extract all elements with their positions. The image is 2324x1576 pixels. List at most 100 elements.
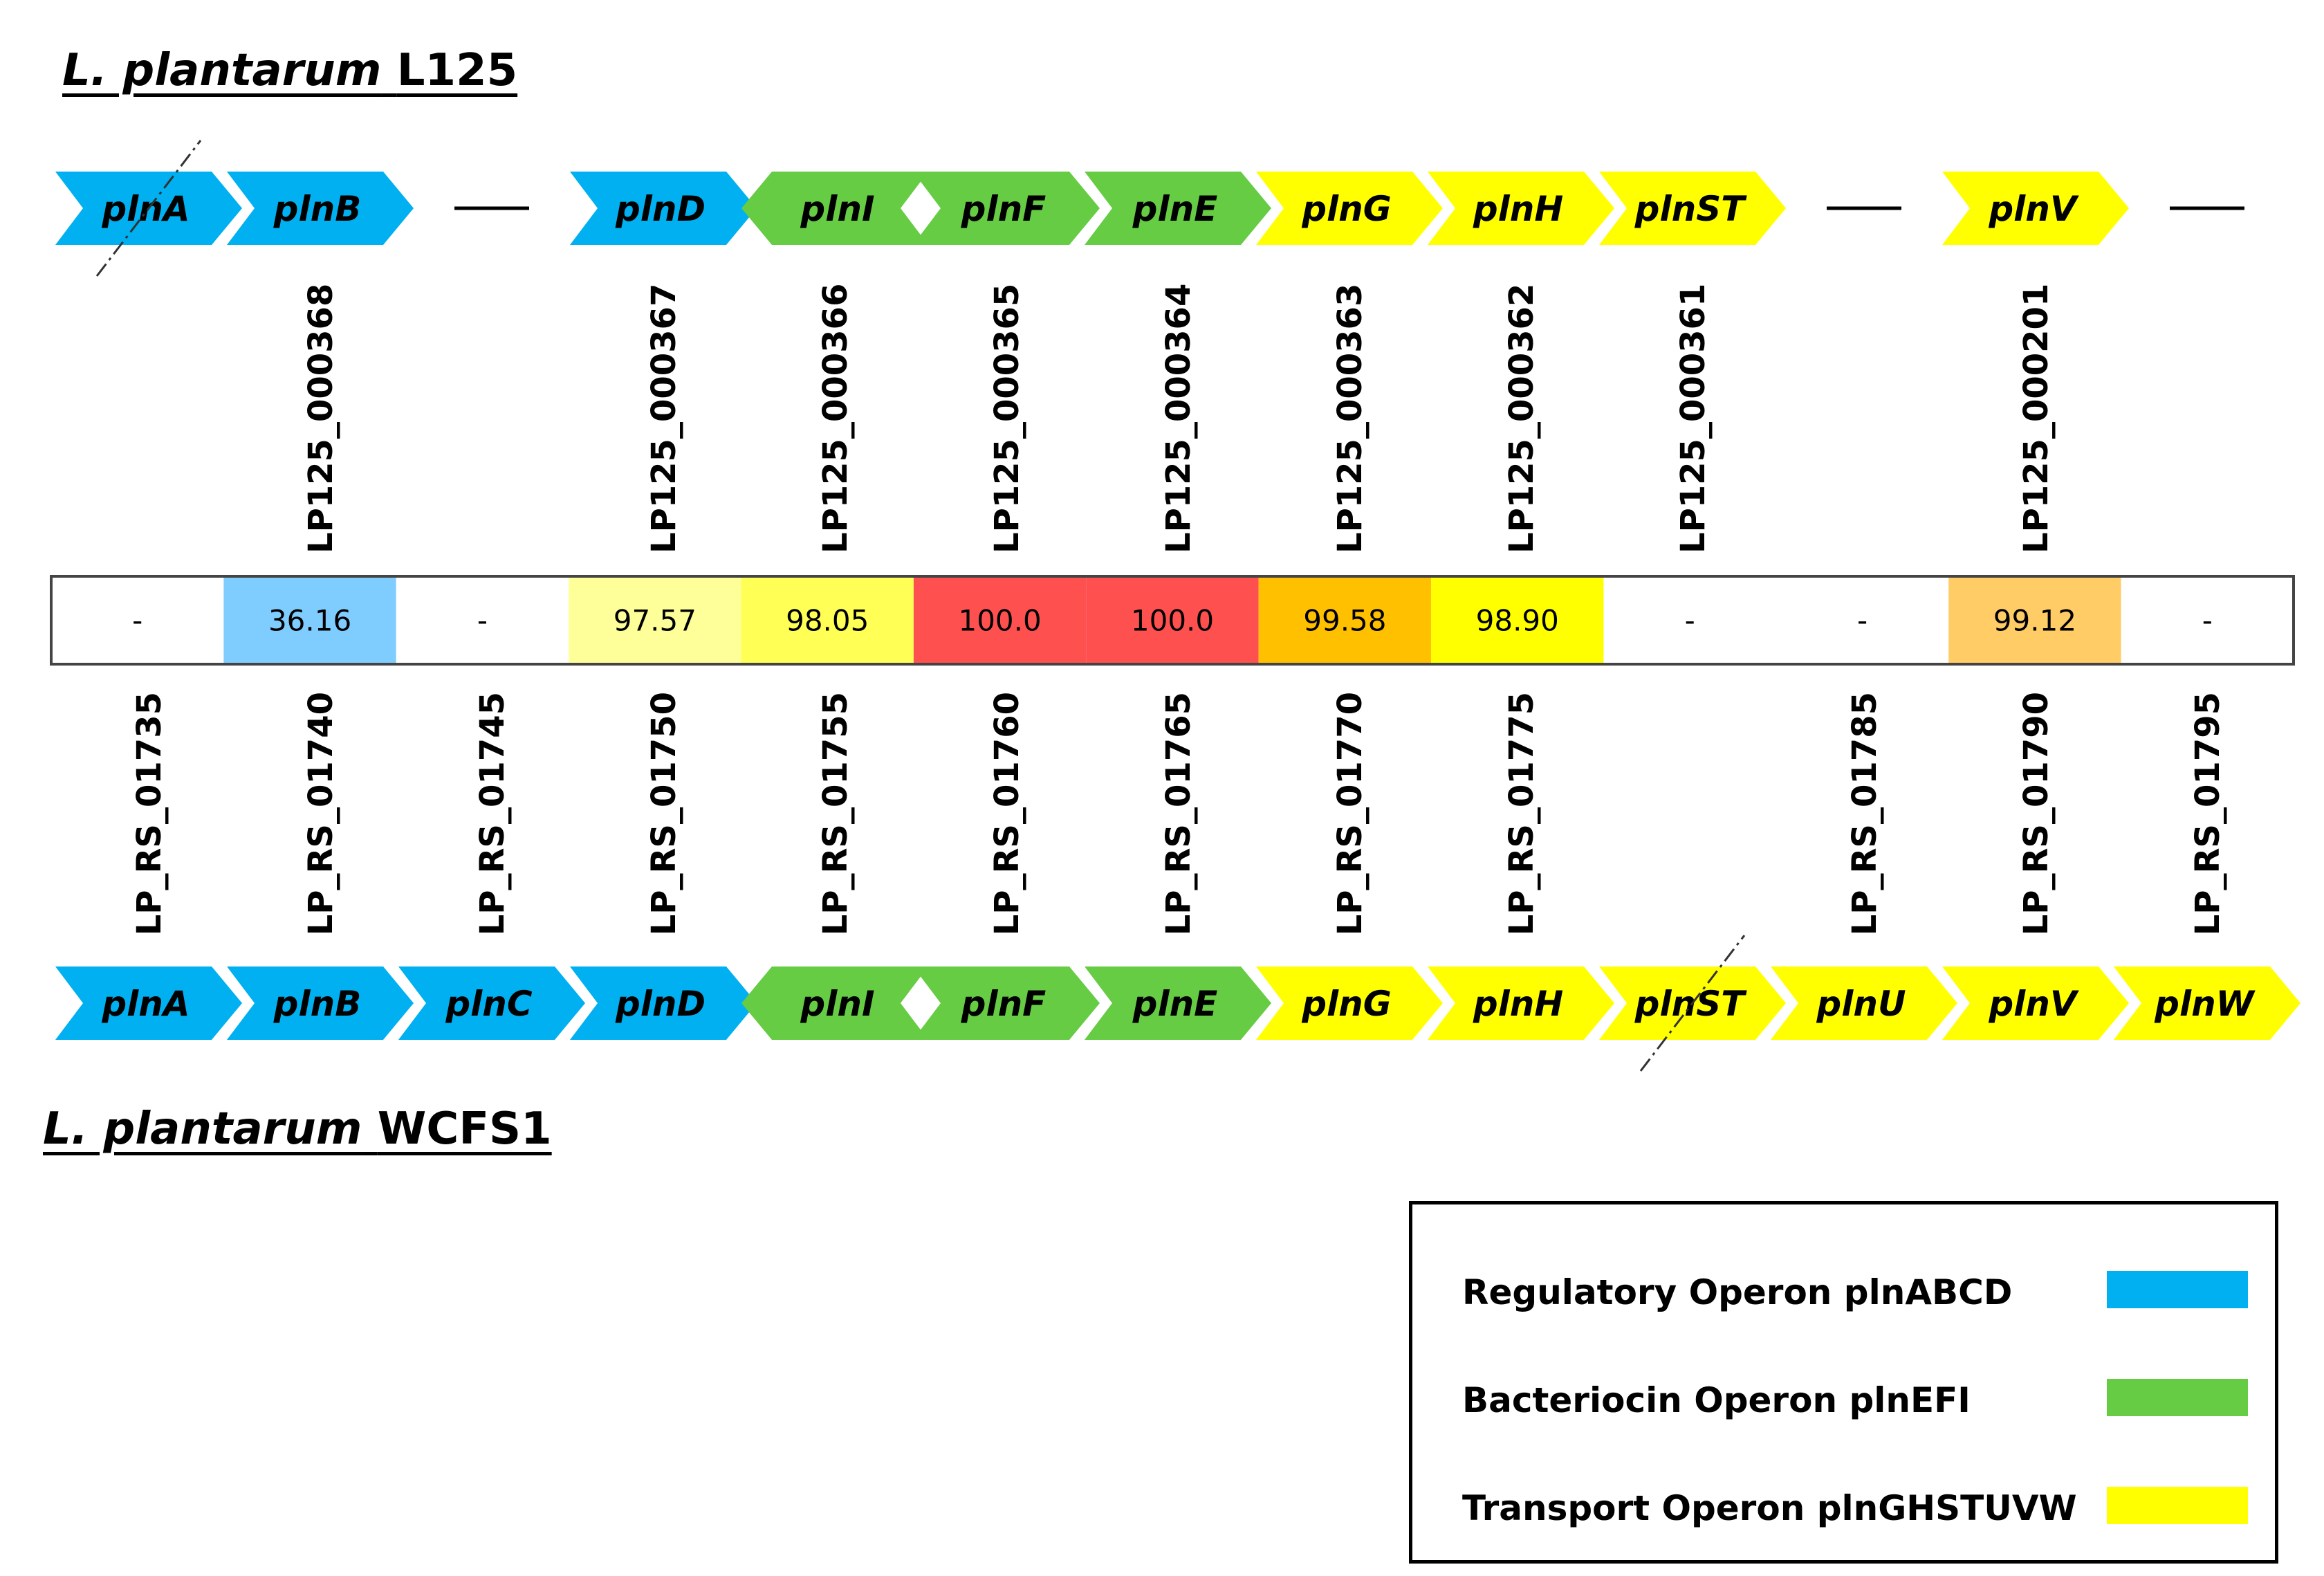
legend: Regulatory Operon plnABCD Bacteriocin Op… xyxy=(1409,1201,2278,1564)
identity-value-7: 99.58 xyxy=(1303,604,1386,638)
identity-cell-4 xyxy=(741,576,914,664)
bottom-locus-tag-6: LP_RS_01765 xyxy=(1159,692,1198,935)
legend-row-transport: Transport Operon plnGHSTUVW xyxy=(1412,1487,2275,1528)
bottom-gene-label-0: plnA xyxy=(101,984,190,1024)
bottom-gene-arrow-3 xyxy=(570,966,757,1040)
top-gene-arrow-5 xyxy=(913,172,1100,245)
bottom-gene-label-12: plnW xyxy=(2154,984,2256,1024)
top-gene-label-8: plnH xyxy=(1473,189,1563,229)
bottom-gene-label-10: plnU xyxy=(1816,984,1906,1024)
bottom-gene-label-2: plnC xyxy=(445,984,533,1024)
identity-cell-0 xyxy=(51,576,224,664)
top-gene-label-0: plnA xyxy=(101,189,190,229)
bottom-gene-label-5: plnF xyxy=(961,984,1046,1024)
top-locus-tag-3: LP125_000367 xyxy=(645,284,683,553)
bottom-locus-tag-12: LP_RS_01795 xyxy=(2188,692,2227,935)
top-gene-arrow-8 xyxy=(1428,172,1614,245)
top-truncation-mark-0 xyxy=(95,140,202,277)
identity-value-12: - xyxy=(2202,604,2213,638)
identity-cell-9 xyxy=(1603,576,1776,664)
top-locus-tag-9: LP125_000361 xyxy=(1674,284,1713,553)
legend-label-regulatory: Regulatory Operon plnABCD xyxy=(1462,1272,2013,1312)
top-gene-arrow-3 xyxy=(570,172,757,245)
bottom-locus-tag-8: LP_RS_01775 xyxy=(1502,692,1541,935)
bottom-truncation-mark-9 xyxy=(1639,935,1746,1072)
top-locus-tag-4: LP125_000366 xyxy=(816,284,855,553)
bottom-locus-tag-4: LP_RS_01755 xyxy=(816,692,855,935)
identity-value-8: 98.90 xyxy=(1476,604,1559,638)
top-locus-tag-6: LP125_000364 xyxy=(1159,284,1198,553)
top-gene-arrow-6 xyxy=(1085,172,1271,245)
top-gene-label-1: plnB xyxy=(273,189,362,229)
top-gene-label-5: plnF xyxy=(961,189,1046,229)
top-gene-label-4: plnI xyxy=(800,189,874,229)
identity-cell-12 xyxy=(2121,576,2294,664)
top-gene-label-3: plnD xyxy=(615,189,706,229)
bottom-locus-tag-2: LP_RS_01745 xyxy=(473,692,512,935)
identity-cell-1 xyxy=(223,576,396,664)
identity-cell-8 xyxy=(1431,576,1604,664)
bottom-gene-label-7: plnG xyxy=(1301,984,1392,1024)
bottom-gene-label-8: plnH xyxy=(1473,984,1563,1024)
identity-table-border xyxy=(50,575,2295,666)
bottom-locus-tag-11: LP_RS_01790 xyxy=(2017,692,2056,935)
identity-value-1: 36.16 xyxy=(268,604,351,638)
bottom-gene-arrow-2 xyxy=(398,966,585,1040)
identity-cell-7 xyxy=(1258,576,1432,664)
top-gene-arrow-7 xyxy=(1256,172,1443,245)
legend-label-bacteriocin: Bacteriocin Operon plnEFI xyxy=(1462,1380,1971,1420)
identity-cell-6 xyxy=(1086,576,1259,664)
top-locus-tag-11: LP125_000201 xyxy=(2017,284,2056,553)
identity-value-6: 100.0 xyxy=(1131,604,1214,638)
top-gene-arrow-11 xyxy=(1942,172,2129,245)
bottom-gene-label-4: plnI xyxy=(800,984,874,1024)
bottom-gene-label-6: plnE xyxy=(1132,984,1218,1024)
bottom-gene-label-11: plnV xyxy=(1988,984,2079,1024)
legend-label-transport: Transport Operon plnGHSTUVW xyxy=(1462,1488,2077,1528)
bottom-locus-tag-10: LP_RS_01785 xyxy=(1845,692,1884,935)
legend-swatch-regulatory xyxy=(2107,1271,2248,1308)
top-gene-arrow-1 xyxy=(227,172,414,245)
bottom-gene-arrow-10 xyxy=(1771,966,1957,1040)
bottom-locus-tag-1: LP_RS_01740 xyxy=(302,692,340,935)
identity-cell-2 xyxy=(396,576,569,664)
identity-value-4: 98.05 xyxy=(786,604,869,638)
bottom-locus-tag-7: LP_RS_01770 xyxy=(1331,692,1370,935)
identity-value-9: - xyxy=(1685,604,1695,638)
bottom-gene-arrow-1 xyxy=(227,966,414,1040)
identity-value-3: 97.57 xyxy=(614,604,697,638)
bottom-gene-label-3: plnD xyxy=(615,984,706,1024)
legend-swatch-bacteriocin xyxy=(2107,1379,2248,1416)
top-gene-arrow-4 xyxy=(741,172,928,245)
legend-swatch-transport xyxy=(2107,1487,2248,1524)
legend-row-bacteriocin: Bacteriocin Operon plnEFI xyxy=(1412,1379,2275,1420)
identity-cell-5 xyxy=(913,576,1087,664)
identity-value-10: - xyxy=(1857,604,1868,638)
bottom-gene-arrow-4 xyxy=(741,966,928,1040)
identity-cell-11 xyxy=(1948,576,2121,664)
top-gene-arrow-9 xyxy=(1599,172,1786,245)
top-strain-species: L. plantarum xyxy=(62,45,382,96)
identity-value-11: 99.12 xyxy=(1993,604,2076,638)
bottom-gene-arrow-12 xyxy=(2114,966,2300,1040)
bottom-gene-arrow-11 xyxy=(1942,966,2129,1040)
identity-cell-3 xyxy=(569,576,741,664)
top-locus-tag-7: LP125_000363 xyxy=(1331,284,1370,553)
bottom-gene-arrow-7 xyxy=(1256,966,1443,1040)
bottom-locus-tag-3: LP_RS_01750 xyxy=(645,692,683,935)
bottom-gene-label-1: plnB xyxy=(273,984,362,1024)
identity-value-5: 100.0 xyxy=(958,604,1041,638)
top-locus-tag-8: LP125_000362 xyxy=(1502,284,1541,553)
top-gene-label-7: plnG xyxy=(1301,189,1392,229)
bottom-locus-tag-0: LP_RS_01735 xyxy=(130,692,169,935)
top-strain-title: L. plantarum L125 xyxy=(62,48,517,93)
bottom-gene-arrow-6 xyxy=(1085,966,1271,1040)
top-locus-tag-1: LP125_000368 xyxy=(302,284,340,553)
top-gene-label-11: plnV xyxy=(1988,189,2079,229)
identity-cell-10 xyxy=(1776,576,1949,664)
bottom-gene-arrow-0 xyxy=(55,966,242,1040)
identity-value-2: - xyxy=(477,604,488,638)
top-gene-label-6: plnE xyxy=(1132,189,1218,229)
bottom-gene-arrow-5 xyxy=(913,966,1100,1040)
bottom-strain-species: L. plantarum xyxy=(43,1103,362,1155)
